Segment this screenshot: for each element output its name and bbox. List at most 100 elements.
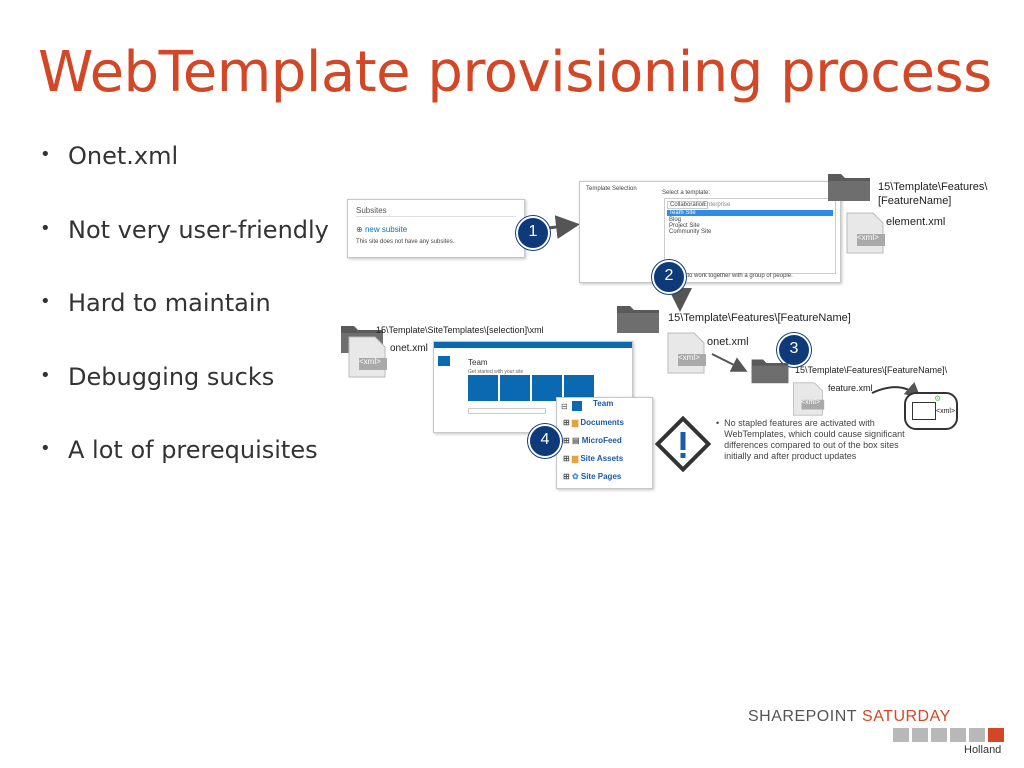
logo-location: Holland <box>964 744 1002 756</box>
tree-item-documents[interactable]: ⊞ ▆ Documents <box>563 418 624 427</box>
bullet-text: Hard to maintain <box>68 289 271 317</box>
subsites-panel: Subsites ⊕ new subsite This site does no… <box>347 199 525 258</box>
expand-icon: ⊞ <box>563 454 570 463</box>
warning-note: • No stapled features are activated with… <box>716 418 926 462</box>
features-path-mid: 15\Template\Features\[FeatureName] <box>668 312 851 324</box>
bullet-dot: • <box>716 418 720 428</box>
pages-icon: ✿ <box>571 472 579 481</box>
sitetemplates-path: 15\Template\SiteTemplates\[selection]\xm… <box>376 325 544 335</box>
xml-label: <xml> <box>801 399 821 406</box>
slide-title: WebTemplate provisioning process <box>38 40 992 105</box>
bullet-text: Onet.xml <box>68 142 179 170</box>
features-feature-path: 15\Template\Features\[FeatureName]\ <box>795 365 948 375</box>
expand-icon: ⊞ <box>563 418 570 427</box>
window-icon <box>912 402 936 420</box>
subsites-heading: Subsites <box>356 206 387 215</box>
site-name: Team <box>468 358 488 367</box>
xml-file-icon <box>348 336 387 378</box>
template-option[interactable]: Team Site <box>667 210 833 216</box>
template-selection-panel: Template Selection Select a template: Co… <box>579 181 841 283</box>
tab-collaboration[interactable]: Collaboration <box>667 201 709 209</box>
features-path-top: 15\Template\Features\[FeatureName] <box>878 181 988 207</box>
subsites-note: This site does not have any subsites. <box>356 239 455 245</box>
element-xml-label: element.xml <box>886 216 946 228</box>
template-description: A place to work together with a group of… <box>666 273 793 279</box>
logo-squares <box>893 728 1007 742</box>
expand-icon: ⊞ <box>563 472 570 481</box>
onet-xml-left-label: onet.xml <box>390 343 428 354</box>
bullet-dot: • <box>40 144 51 165</box>
navigation-tree-panel: ⊟ Team ⊞ ▆ Documents ⊞ ▤ MicroFeed ⊞ ▆ S… <box>556 397 653 489</box>
tree-item-label: MicroFeed <box>581 436 622 445</box>
tile[interactable] <box>564 375 594 401</box>
xml-label: <xml> <box>936 408 956 415</box>
tile[interactable] <box>468 375 498 401</box>
folder-icon: ▆ <box>571 418 579 427</box>
select-template-label: Select a template: <box>662 190 711 196</box>
bullet-text: Debugging sucks <box>68 362 275 391</box>
logo-sharepoint: SHAREPOINT <box>748 708 858 725</box>
onet-xml-mid-label: onet.xml <box>707 336 749 348</box>
step-4-badge: 4 <box>528 424 562 458</box>
sharepoint-logo-icon <box>572 401 582 411</box>
divider <box>356 216 516 217</box>
warning-note-text: No stapled features are activated with W… <box>724 418 905 461</box>
bullet-item: •Not very user-friendly <box>40 216 329 290</box>
tile-row <box>468 375 598 401</box>
bullet-dot: • <box>40 438 51 459</box>
template-picker[interactable]: Collaboration Enterprise Team Site Blog … <box>664 198 836 274</box>
sharepoint-logo-icon <box>438 356 450 366</box>
bullet-text: Not very user-friendly <box>68 215 329 244</box>
gear-icon: ⚙ <box>934 394 942 403</box>
tile[interactable] <box>500 375 530 401</box>
plus-icon: ⊕ <box>356 225 363 234</box>
folder-icon: ▆ <box>571 454 579 463</box>
expand-icon: ⊞ <box>563 436 570 445</box>
folder-icon <box>751 359 789 384</box>
template-option[interactable]: Community Site <box>669 229 712 235</box>
folder-icon <box>828 174 870 201</box>
bullet-dot: • <box>40 291 51 312</box>
template-option[interactable]: Blog <box>669 217 682 223</box>
template-option[interactable]: Project Site <box>669 223 700 229</box>
collapse-icon[interactable]: ⊟ <box>561 402 568 411</box>
step-3-badge: 3 <box>777 333 811 367</box>
xml-file-icon <box>667 332 706 374</box>
xml-label: <xml> <box>359 357 381 366</box>
search-box[interactable] <box>468 408 546 414</box>
tree-item-site-assets[interactable]: ⊞ ▆ Site Assets <box>563 454 623 463</box>
bullet-dot: • <box>40 364 51 386</box>
bullet-item: • A lot of prerequisites <box>40 436 329 510</box>
template-heading: Template Selection <box>586 186 637 192</box>
feature-xml-label: feature.xml <box>828 383 873 393</box>
tab-enterprise[interactable]: Enterprise <box>703 202 731 208</box>
new-subsite-label: new subsite <box>364 225 408 234</box>
suite-bar <box>434 342 632 348</box>
bullet-item: • Onet.xml <box>40 142 329 216</box>
tree-item-label: Site Assets <box>580 454 624 463</box>
xml-label: <xml> <box>857 233 879 242</box>
tree-item-site-pages[interactable]: ⊞ ✿ Site Pages <box>563 472 621 481</box>
xml-label: <xml> <box>678 353 700 362</box>
xml-file-icon <box>846 212 885 254</box>
tree-item-label: Site Pages <box>580 472 622 481</box>
step-2-badge: 2 <box>652 260 686 294</box>
bullet-list: •Onet.xml •Not very user-friendly •Hard … <box>40 142 329 510</box>
list-icon: ▤ <box>571 436 580 445</box>
logo-saturday: SATURDAY <box>862 708 951 725</box>
bullet-item: • Hard to maintain <box>40 289 329 363</box>
tiles-label: Get started with your site <box>468 369 524 375</box>
tree-item-microfeed[interactable]: ⊞ ▤ MicroFeed <box>563 436 622 445</box>
new-subsite-link[interactable]: ⊕ new subsite <box>356 225 407 234</box>
bullet-text: A lot of prerequisites <box>68 436 318 464</box>
bullet-item: • Debugging sucks <box>40 363 329 437</box>
warning-icon <box>655 416 711 472</box>
tile[interactable] <box>532 375 562 401</box>
tree-root[interactable]: Team <box>593 399 614 408</box>
xml-file-icon <box>793 382 825 416</box>
tree-item-label: Documents <box>580 418 624 427</box>
activation-icon: ⚙ <xml> <box>904 392 958 430</box>
step-1-badge: 1 <box>516 216 550 250</box>
folder-icon <box>617 306 659 333</box>
